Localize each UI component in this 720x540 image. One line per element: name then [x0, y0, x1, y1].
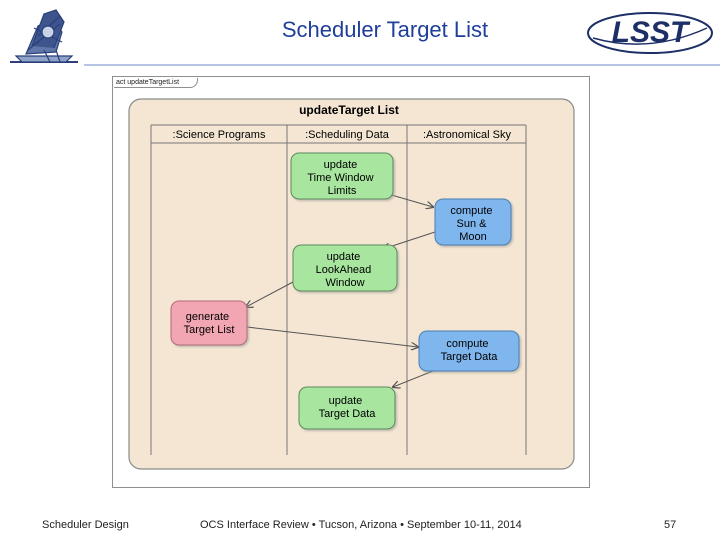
lane-astronomical-sky: :Astronomical Sky: [423, 129, 512, 141]
node-compute-target-data: compute Target Data: [418, 330, 520, 372]
node-label: compute: [450, 205, 492, 217]
lsst-logo-icon: LSST: [587, 12, 713, 54]
svg-text:compute Sun &: compute Sun & Moon: [450, 205, 495, 243]
arrow-lookahead-to-generate: [246, 281, 294, 307]
diagram-frame-label: act updateTargetList: [114, 78, 199, 88]
activity-title: updateTarget List: [299, 103, 399, 117]
header-divider: [84, 64, 720, 66]
footer-left: Scheduler Design: [42, 519, 129, 531]
arrow-generate-to-computetarget: [246, 326, 418, 347]
node-label: Target List: [184, 324, 235, 336]
node-generate-target-list: generate Target List: [170, 300, 248, 346]
node-label: Moon: [459, 231, 487, 243]
node-label: generate: [186, 311, 229, 323]
node-label: Window: [325, 277, 364, 289]
footer-center: OCS Interface Review • Tucson, Arizona •…: [200, 519, 522, 531]
node-label: update: [324, 159, 358, 171]
svg-text:update LookAhead: update LookAhead Window: [316, 251, 375, 289]
node-label: compute: [446, 338, 488, 350]
node-update-lookahead: update LookAhead Window: [292, 244, 398, 292]
node-label: LookAhead: [316, 264, 372, 276]
diagram-canvas: updateTarget List :Science Programs :Sch…: [128, 98, 575, 470]
svg-text:update Target Data: update Target Data: [319, 395, 377, 420]
node-update-target-data: update Target Data: [298, 386, 396, 430]
node-update-time-window: update Time Window Limits: [290, 152, 394, 200]
svg-text:generate Target List: generate Target List: [184, 311, 235, 336]
svg-text:compute Target Data: compute Target Data: [441, 338, 499, 363]
page-number: 57: [664, 519, 677, 531]
slide-title: Scheduler Target List: [281, 17, 489, 42]
node-label: Time Window: [307, 172, 373, 184]
svg-text:update Time Window: update Time Window Limits: [307, 159, 376, 197]
node-label: update: [327, 251, 361, 263]
node-label: update: [329, 395, 363, 407]
node-label: Limits: [328, 185, 357, 197]
telescope-logo-icon: [10, 9, 78, 63]
node-label: Target Data: [319, 408, 377, 420]
node-label: Sun &: [456, 218, 487, 230]
lane-science-programs: :Science Programs: [173, 129, 266, 141]
activity-diagram: updateTarget List :Science Programs :Sch…: [112, 76, 590, 488]
lane-scheduling-data: :Scheduling Data: [305, 129, 390, 141]
node-label: Target Data: [441, 351, 499, 363]
node-compute-sun-moon: compute Sun & Moon: [434, 198, 512, 246]
